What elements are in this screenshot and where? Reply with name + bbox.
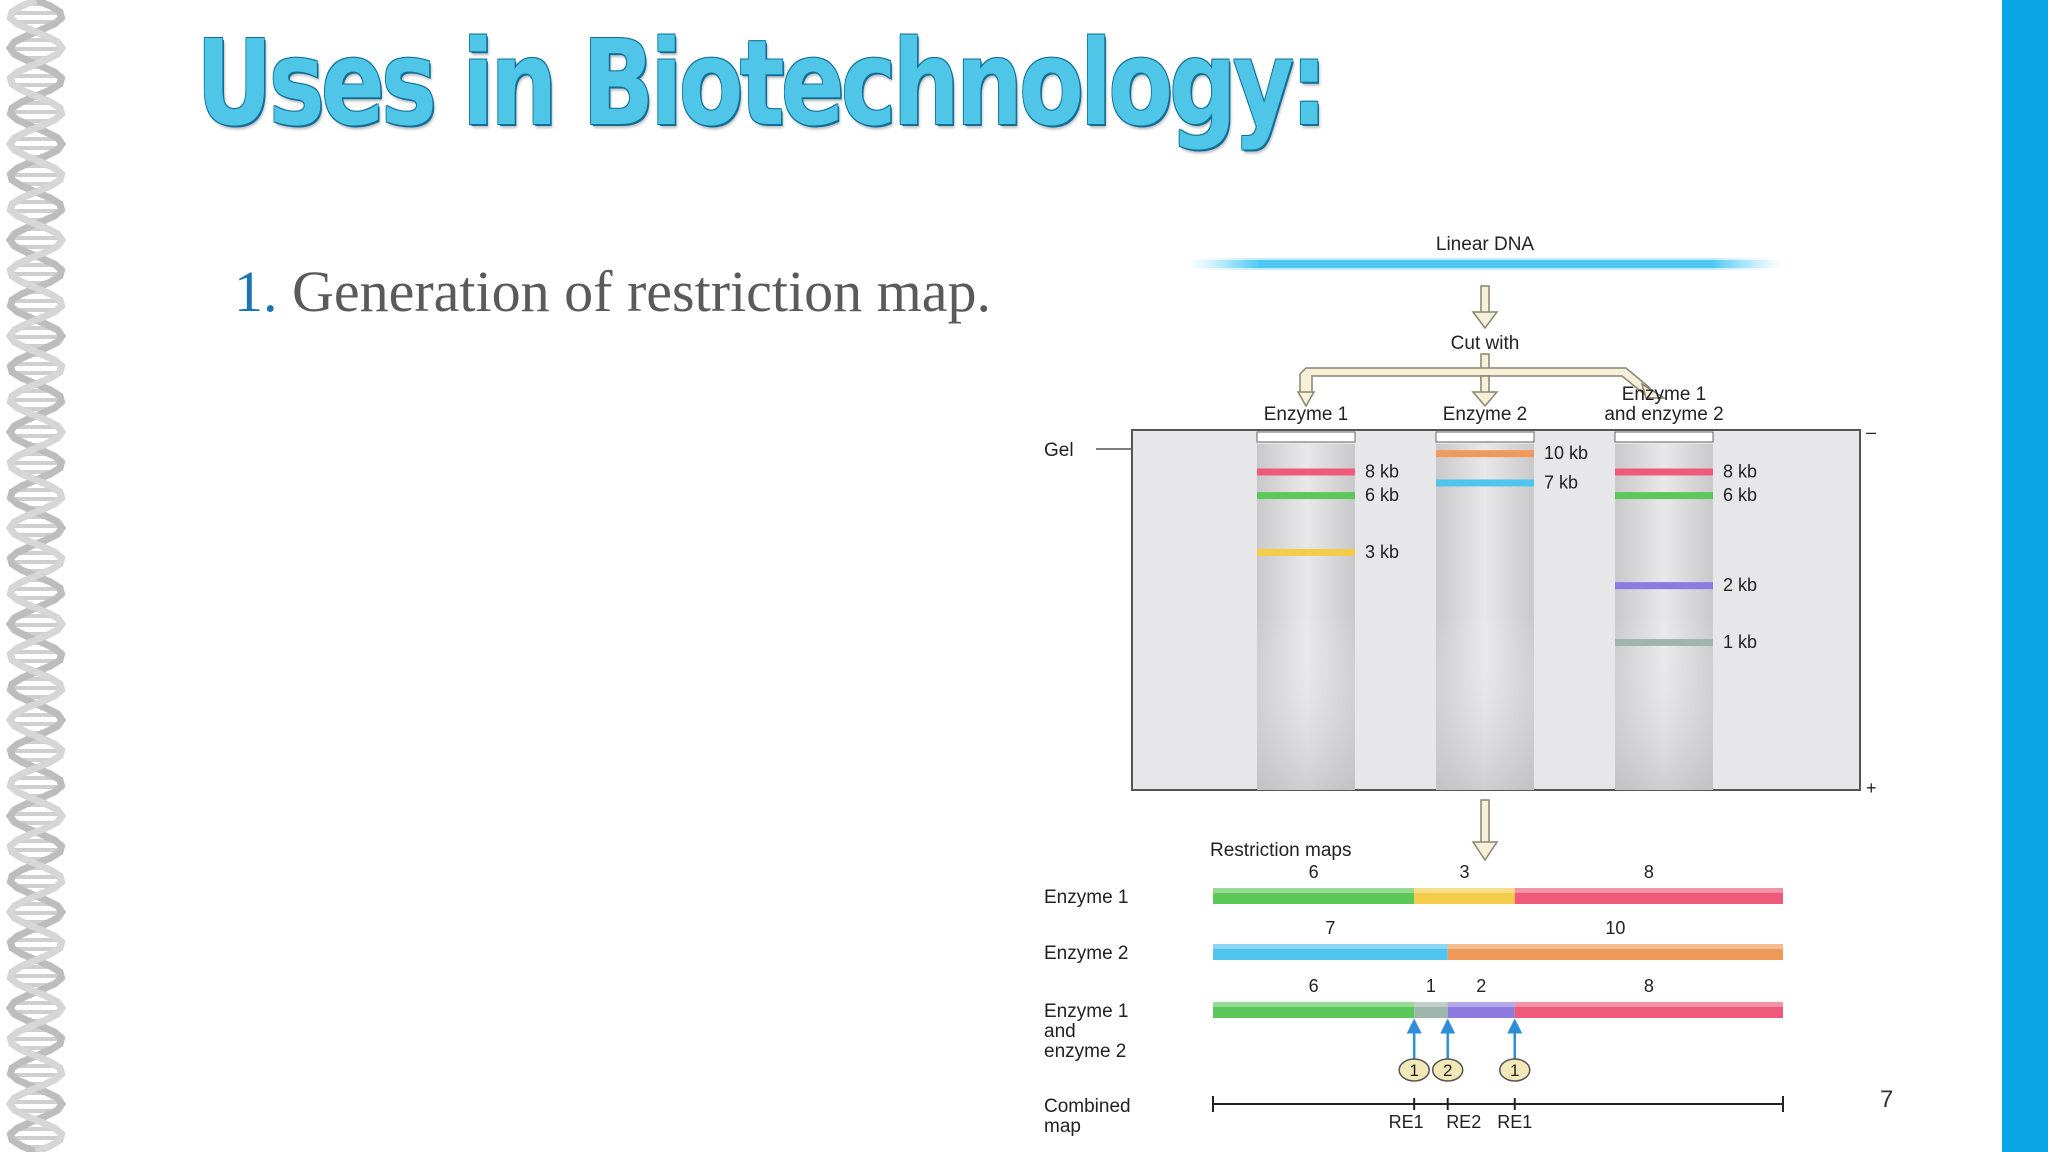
list-number: 1. bbox=[234, 259, 278, 324]
linear-dna-label: Linear DNA bbox=[1436, 234, 1535, 255]
gel-label: Gel bbox=[1044, 440, 1074, 461]
cut-marker bbox=[1499, 1058, 1531, 1082]
band-label: 8 kb bbox=[1723, 461, 1757, 481]
lane-1-label: Enzyme 1 bbox=[1264, 404, 1348, 425]
combined-site-label: RE1 bbox=[1497, 1112, 1532, 1132]
gel-band bbox=[1615, 639, 1713, 646]
map-row-label: Enzyme 1 bbox=[1044, 887, 1128, 908]
combined-site-label: RE1 bbox=[1389, 1112, 1424, 1132]
segment-length-label: 8 bbox=[1644, 976, 1654, 996]
segment-length-label: 2 bbox=[1476, 976, 1486, 996]
slide-title: Uses in Biotechnology: bbox=[196, 14, 1328, 152]
gel-well bbox=[1614, 431, 1714, 443]
gel-well bbox=[1256, 431, 1356, 443]
lane-3-label-line1: Enzyme 1 bbox=[1622, 384, 1706, 405]
gel-band bbox=[1615, 582, 1713, 590]
gel-band bbox=[1257, 548, 1355, 556]
combined-site-label: RE2 bbox=[1446, 1112, 1481, 1132]
gel-band bbox=[1615, 492, 1713, 500]
map-row-label: enzyme 2 bbox=[1044, 1041, 1126, 1062]
down-arrow-2 bbox=[1471, 799, 1499, 862]
band-label: 1 kb bbox=[1723, 632, 1757, 652]
branch-arrows bbox=[1296, 353, 1667, 408]
band-label: 2 kb bbox=[1723, 575, 1757, 595]
map-segment bbox=[1447, 1002, 1515, 1018]
combined-map-label-1: Combined bbox=[1044, 1096, 1131, 1117]
segment-length-label: 7 bbox=[1325, 918, 1335, 938]
lane-2-label: Enzyme 2 bbox=[1443, 404, 1527, 425]
map-segment bbox=[1514, 1002, 1783, 1018]
page-number: 7 bbox=[1880, 1086, 1894, 1113]
band-label: 7 kb bbox=[1544, 472, 1578, 492]
gel-well bbox=[1435, 431, 1535, 443]
dna-helix-border bbox=[5, 0, 67, 1152]
gel-band bbox=[1257, 468, 1355, 476]
gel-band bbox=[1257, 492, 1355, 500]
list-item: 1. Generation of restriction map. bbox=[234, 258, 991, 325]
gel-minus: – bbox=[1866, 422, 1876, 442]
band-label: 6 kb bbox=[1723, 485, 1757, 505]
lane-3-label-line2: and enzyme 2 bbox=[1604, 404, 1723, 425]
cut-marker-label: 1 bbox=[1510, 1061, 1519, 1080]
segment-length-label: 10 bbox=[1605, 918, 1625, 938]
band-label: 10 kb bbox=[1544, 443, 1588, 463]
cut-marker-label: 1 bbox=[1409, 1061, 1418, 1080]
segment-length-label: 3 bbox=[1459, 862, 1469, 882]
segment-length-label: 8 bbox=[1644, 862, 1654, 882]
cut-with-label: Cut with bbox=[1451, 333, 1520, 354]
cut-marker bbox=[1398, 1058, 1430, 1082]
map-segment bbox=[1213, 944, 1448, 960]
map-segment bbox=[1213, 1002, 1415, 1018]
gel-band bbox=[1436, 450, 1534, 458]
restriction-map-figure: Linear DNA Cut with Enzyme 1 Enzyme 2 En… bbox=[1044, 234, 1877, 1137]
list-item-text: Generation of restriction map. bbox=[292, 259, 991, 324]
map-segment bbox=[1514, 888, 1783, 904]
band-label: 6 kb bbox=[1365, 485, 1399, 505]
gel-band bbox=[1615, 468, 1713, 476]
down-arrow bbox=[1471, 285, 1499, 330]
map-segment bbox=[1414, 1002, 1448, 1018]
gel-plus: + bbox=[1866, 778, 1877, 798]
map-row-label: Enzyme 2 bbox=[1044, 943, 1128, 964]
cut-marker-label: 2 bbox=[1443, 1061, 1452, 1080]
map-segment bbox=[1213, 888, 1415, 904]
combined-map-label-2: map bbox=[1044, 1116, 1081, 1137]
map-row-label: Enzyme 1 bbox=[1044, 1001, 1128, 1022]
map-row-label: and bbox=[1044, 1021, 1076, 1042]
gel-band bbox=[1436, 479, 1534, 487]
band-label: 8 kb bbox=[1365, 461, 1399, 481]
restriction-maps-label: Restriction maps bbox=[1210, 840, 1352, 861]
segment-length-label: 6 bbox=[1309, 976, 1319, 996]
segment-length-label: 6 bbox=[1309, 862, 1319, 882]
segment-length-label: 1 bbox=[1426, 976, 1436, 996]
accent-bar bbox=[2002, 0, 2048, 1152]
band-label: 3 kb bbox=[1365, 542, 1399, 562]
cut-marker bbox=[1431, 1058, 1464, 1082]
map-segment bbox=[1414, 888, 1515, 904]
map-segment bbox=[1447, 944, 1783, 960]
